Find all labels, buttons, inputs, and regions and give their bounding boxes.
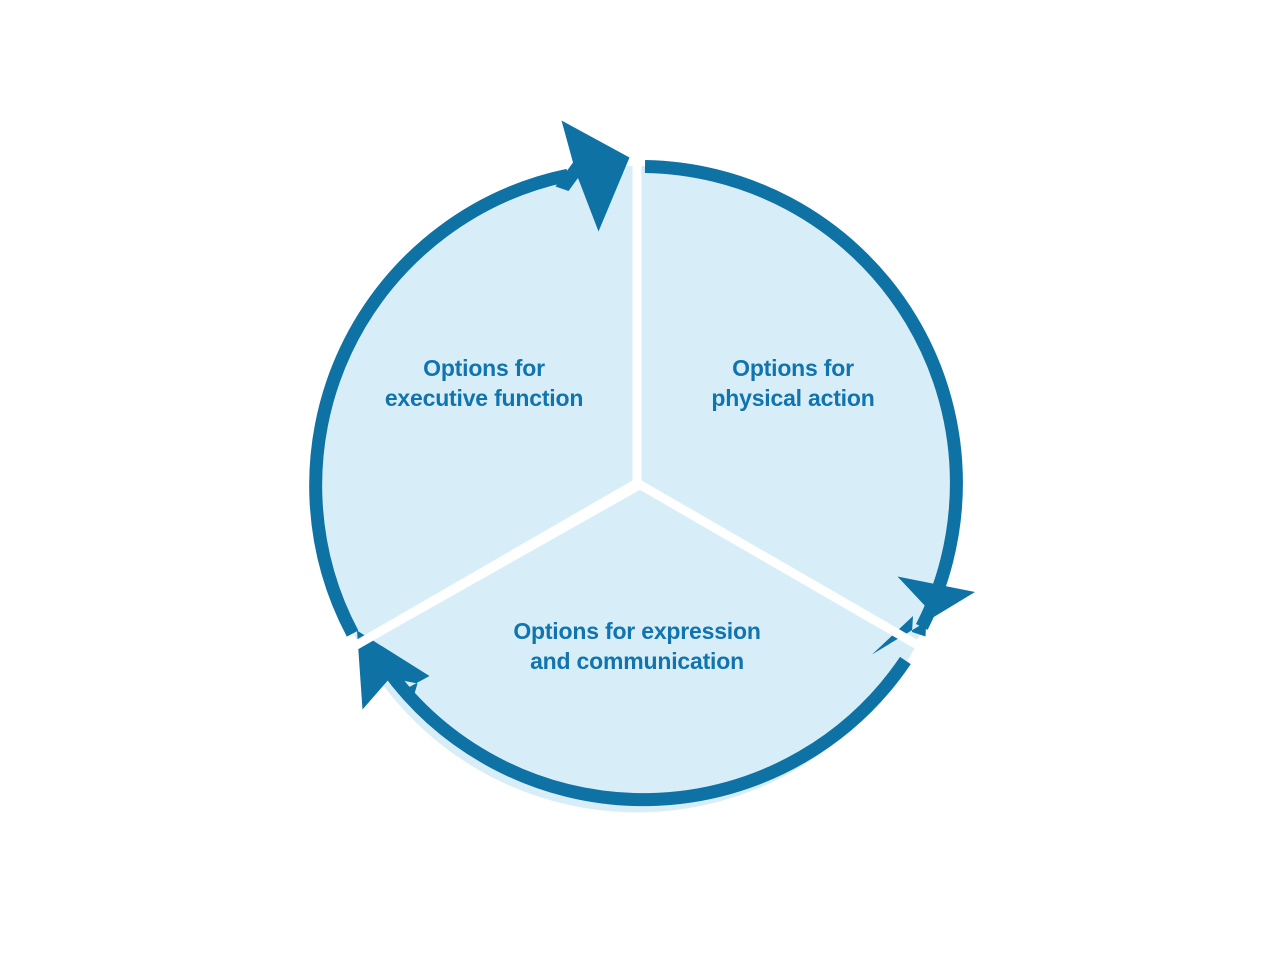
arc-physical-action [644, 160, 963, 630]
wedge-expression-communication[interactable] [359, 489, 915, 813]
arc-executive-function [309, 168, 570, 637]
cycle-arrows [309, 160, 963, 807]
divider-lower-right [634, 479, 932, 656]
segment-labels: Options for physical action Options for … [385, 355, 875, 674]
label-executive-function: Options for [423, 355, 545, 381]
label-expression-communication: Options for expression [513, 618, 760, 644]
arc-expression-communication [381, 656, 911, 807]
label-expression-communication-line2: and communication [530, 648, 744, 674]
arrowhead-left-lower-icon [357, 630, 430, 710]
label-physical-action: Options for [732, 355, 854, 381]
segment-dividers [342, 145, 932, 656]
divider-lower-left [342, 479, 640, 656]
arrowhead-top-icon [555, 120, 630, 232]
label-physical-action-line2: physical action [711, 385, 874, 411]
label-executive-function-line2: executive function [385, 385, 583, 411]
